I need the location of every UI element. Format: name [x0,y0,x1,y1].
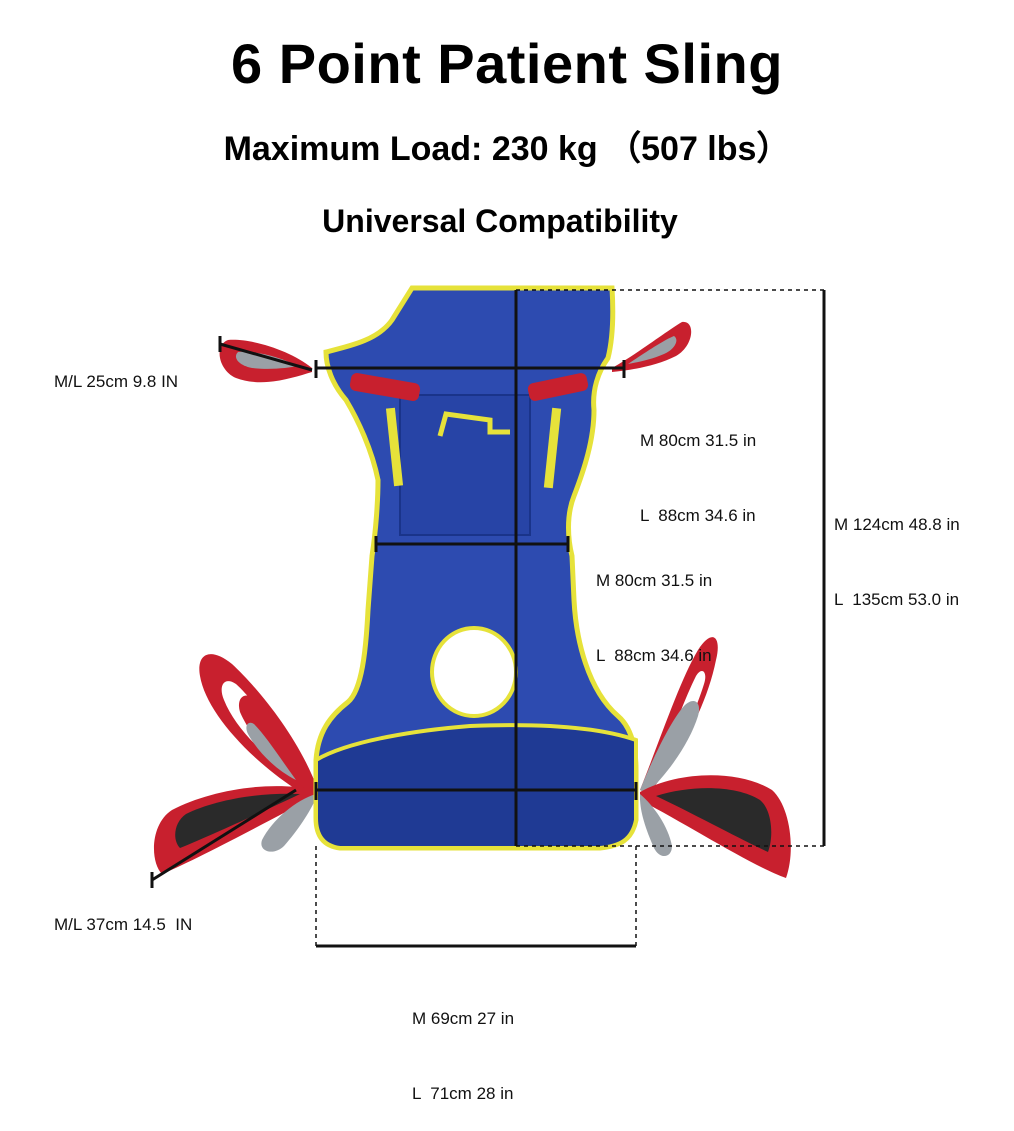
waist-width-l: L 88cm 34.6 in [596,646,712,665]
bottom-width-l: L 71cm 28 in [412,1084,514,1103]
compatibility-text: Universal Compatibility [322,203,678,239]
pocket-handle [437,411,510,437]
right-yellow-strip [543,407,562,489]
commode-opening [430,626,518,718]
shoulder-width-measure: M 80cm 31.5 in L 88cm 34.6 in [640,378,756,553]
total-height-m: M 124cm 48.8 in [834,515,960,534]
top-loop-measure: M/L 25cm 9.8 IN [54,372,179,391]
sling-bottom-flap [314,723,638,850]
total-height-measure: M 124cm 48.8 in L 135cm 53.0 in [834,462,960,637]
left-shoulder-tab [349,373,421,401]
shoulder-width-m: M 80cm 31.5 in [640,431,757,450]
right-shoulder-tab [527,373,589,401]
bottom-width-m: M 69cm 27 in [412,1009,515,1028]
sling-illustration [150,285,826,948]
waist-width-measure: M 80cm 31.5 in L 88cm 34.6 in [596,518,712,693]
dashed-guides [315,289,824,946]
top-right-strap [612,321,692,372]
leg-loop-line [151,788,297,882]
shoulder-width-l: L 88cm 34.6 in [640,506,756,525]
left-leg-straps [153,654,318,874]
page-title: 6 Point Patient Sling [231,32,783,95]
top-loop-line [219,342,313,372]
total-height-l: L 135cm 53.0 in [834,590,960,609]
bottom-width-measure: M 69cm 27 in L 71cm 28 in [412,956,514,1131]
max-load-text: Maximum Load: 230 kg （507 lbs） [223,130,791,168]
left-yellow-strip [385,407,404,487]
waist-width-m: M 80cm 31.5 in [596,571,713,590]
leg-loop-measure: M/L 37cm 14.5 IN [54,915,193,934]
right-leg-straps [640,637,791,878]
top-left-strap [219,339,312,383]
dimension-lines [150,290,826,948]
